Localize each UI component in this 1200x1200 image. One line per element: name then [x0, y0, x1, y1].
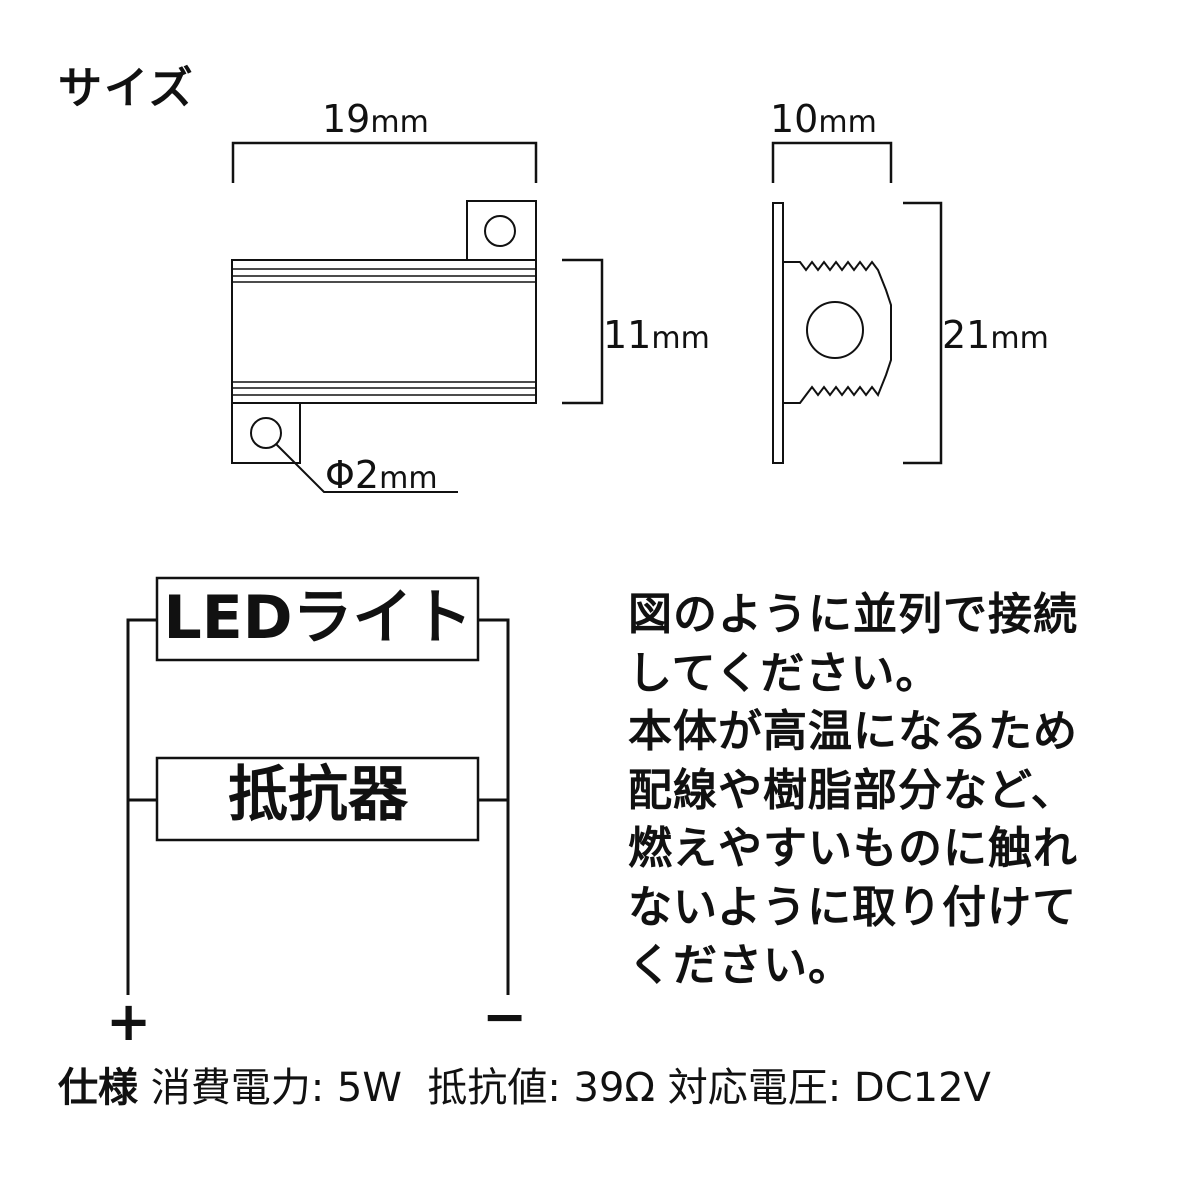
size-heading: サイズ [58, 63, 195, 114]
height-body-bracket [562, 258, 604, 405]
spec-heading: 仕様 [58, 1065, 138, 1111]
left-wire [126, 618, 157, 995]
resistor-box [155, 756, 480, 842]
bottom-mount-tab [231, 402, 301, 464]
depth-dimension-label: 10mm [770, 97, 877, 141]
instruction-line: ください。 [628, 940, 853, 991]
plus-terminal-sign: + [106, 990, 152, 1053]
instruction-line: ないように取り付けて [628, 881, 1078, 933]
height-total-bracket [903, 201, 943, 465]
instruction-line: 燃えやすいものに触れ [628, 823, 1078, 874]
instruction-line: 図のように並列で接続 [628, 589, 1078, 640]
instruction-line: 本体が高温になるため [628, 706, 1078, 757]
hole-diameter-label: Φ2mm [325, 453, 438, 497]
installation-instructions: 図のように並列で接続 してください。 本体が高温になるため 配線や樹脂部分など、… [628, 586, 1188, 996]
instruction-line: してください。 [628, 647, 941, 699]
resistor-body-side [783, 260, 892, 404]
minus-terminal-sign: − [482, 985, 528, 1048]
instruction-line: 配線や樹脂部分など、 [628, 764, 1076, 816]
top-mount-tab [466, 200, 537, 261]
resistor-body-front [231, 259, 537, 404]
spec-text: 消費電力: 5W 抵抗値: 39Ω 対応電圧: DC12V [150, 1065, 991, 1111]
led-box [155, 576, 480, 662]
top-mount-hole [484, 215, 516, 247]
hole-leader-line [275, 443, 458, 493]
right-wire [478, 618, 510, 995]
depth-bracket [771, 141, 893, 183]
led-light-label: LEDライト [163, 583, 473, 653]
specification-line: 仕様 消費電力: 5W 抵抗値: 39Ω 対応電圧: DC12V [58, 1068, 991, 1108]
bottom-mount-hole [250, 417, 282, 449]
body-height-dimension-label: 11mm [603, 313, 710, 357]
resistor-label: 抵抗器 [228, 760, 408, 830]
width-dimension-label: 19mm [322, 97, 429, 141]
side-center-hole [806, 301, 864, 359]
mount-plate-side [772, 202, 784, 464]
total-height-dimension-label: 21mm [942, 313, 1049, 357]
width-bracket [231, 141, 538, 183]
